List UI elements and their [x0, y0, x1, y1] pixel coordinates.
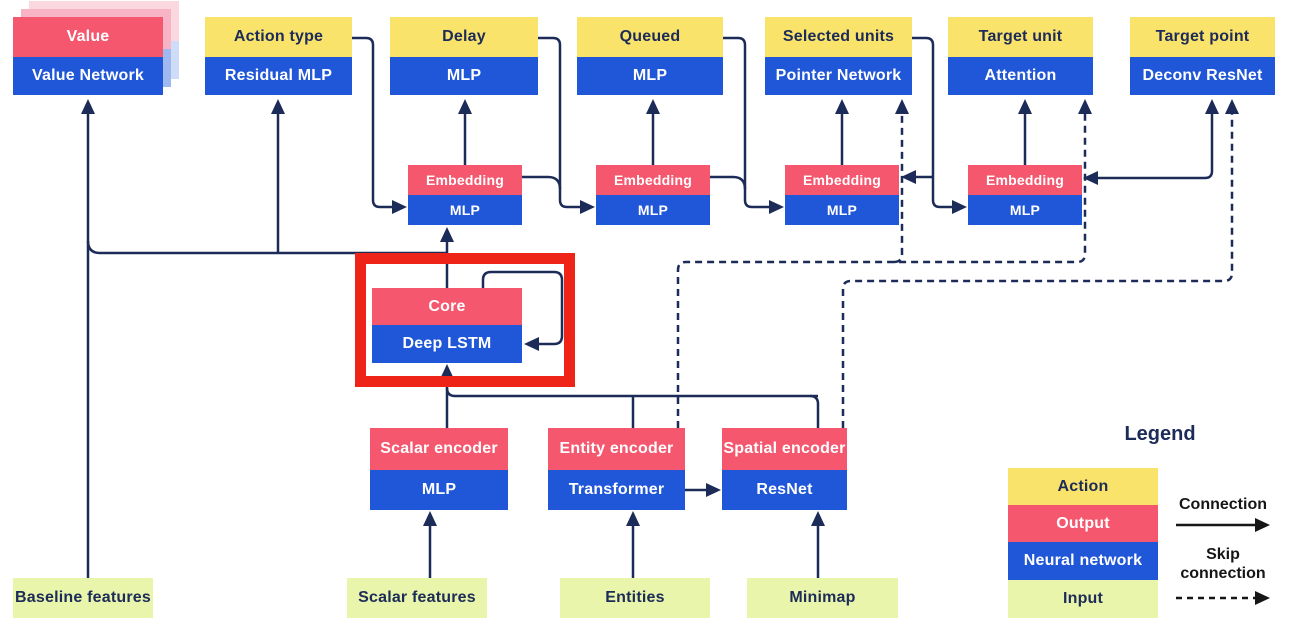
legend-arrows: [1176, 518, 1270, 605]
node-core: Core Deep LSTM: [372, 288, 522, 363]
skip-entity-to-attention: [676, 114, 1087, 428]
core-highlight-box: [355, 253, 575, 387]
legend-action-swatch: Action: [1008, 468, 1158, 505]
value-output-label: Value: [13, 17, 163, 57]
node-scalar-features: Scalar features: [347, 578, 487, 618]
node-value: Value Value Network: [13, 17, 163, 95]
node-target-point: Target point Deconv ResNet: [1130, 17, 1275, 95]
node-target-unit: Target unit Attention: [948, 17, 1093, 95]
wire-embedding4-deconv: [1097, 114, 1214, 180]
node-spatial-encoder: Spatial encoder ResNet: [722, 428, 847, 510]
wire-embedding2-merge: [710, 175, 747, 190]
node-queued: Queued MLP: [577, 17, 723, 95]
wire-delay-to-embedding2: [538, 36, 580, 209]
legend-input-swatch: Input: [1008, 580, 1158, 618]
legend-title: Legend: [1124, 423, 1196, 445]
node-embedding-4: Embedding MLP: [968, 165, 1082, 225]
node-entity-encoder: Entity encoder Transformer: [548, 428, 685, 510]
legend-color-key: Action Output Neural network Input: [1008, 468, 1158, 618]
skip-branch-to-pointer: [893, 114, 904, 264]
skip-spatial-to-deconv: [841, 114, 1234, 428]
legend-skip-connection-label: Skip connection: [1180, 546, 1266, 582]
node-delay: Delay MLP: [390, 17, 538, 95]
legend-output-swatch: Output: [1008, 505, 1158, 542]
node-baseline-features: Baseline features: [13, 578, 153, 618]
value-network-label: Value Network: [13, 57, 163, 95]
node-embedding-3: Embedding MLP: [785, 165, 899, 225]
node-embedding-2: Embedding MLP: [596, 165, 710, 225]
legend-network-swatch: Neural network: [1008, 542, 1158, 580]
node-embedding-1: Embedding MLP: [408, 165, 522, 225]
wire-queued-to-embedding3: [723, 36, 769, 209]
node-selected-units: Selected units Pointer Network: [765, 17, 912, 95]
wire-embedding1-merge: [522, 175, 562, 190]
wire-encoder-bus: [445, 387, 818, 398]
node-minimap: Minimap: [747, 578, 898, 618]
node-entities: Entities: [560, 578, 710, 618]
wire-core-self-loop: [481, 270, 564, 346]
wire-core-branch-left: [86, 240, 447, 255]
legend-connection-label: Connection: [1179, 496, 1267, 513]
node-action-type: Action type Residual MLP: [205, 17, 352, 95]
wire-selectedunits-down: [912, 36, 952, 209]
wire-actiontype-to-embedding1: [352, 36, 392, 209]
node-scalar-encoder: Scalar encoder MLP: [370, 428, 508, 510]
